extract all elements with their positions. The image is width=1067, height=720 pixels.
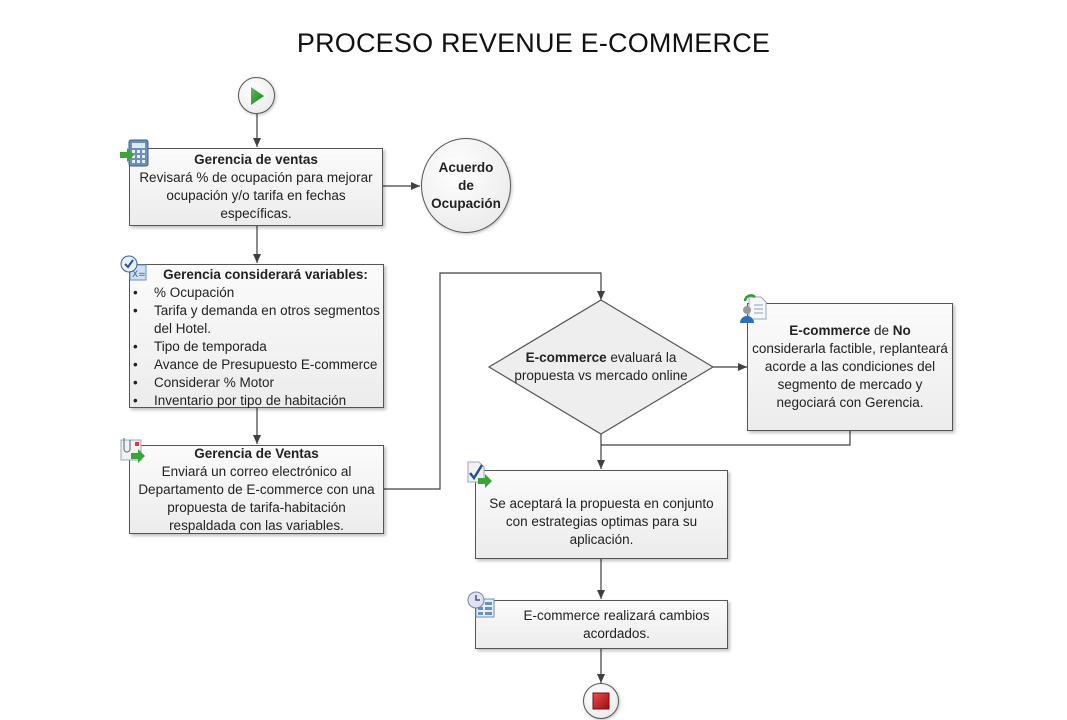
diagram-title: PROCESO REVENUE E-COMMERCE <box>296 28 771 58</box>
acuerdo-ocupacion-node: Acuerdo de Ocupación <box>421 138 511 233</box>
variable-item: Tipo de temporada <box>130 338 383 356</box>
step-heading: Gerencia de ventas <box>194 152 318 167</box>
end-node <box>583 683 619 719</box>
variable-item: Tarifa y demanda en otros segmentos del … <box>130 302 383 338</box>
decision-body: evaluará la propuesta vs mercado online <box>514 350 688 383</box>
variable-item: Considerar % Motor <box>130 374 383 392</box>
connector-no-factible-return <box>601 431 851 446</box>
stop-icon <box>592 692 610 710</box>
step-ventas-revision: Gerencia de ventas Revisará % de ocupaci… <box>129 148 383 226</box>
connector-text: de <box>870 323 893 338</box>
negation-label: No <box>892 323 911 338</box>
user-document-icon <box>740 294 767 323</box>
step-realizar-cambios: E-commerce realizará cambios acordados. <box>475 600 728 649</box>
step-aceptar-propuesta: Se aceptará la propuesta en conjunto con… <box>475 470 728 559</box>
start-node <box>238 77 275 114</box>
scheduled-task-icon <box>467 591 495 618</box>
decision-actor: E-commerce <box>525 350 607 365</box>
calculator-icon <box>120 139 149 167</box>
step-no-factible: E-commerce de No considerarla factible, … <box>747 303 953 431</box>
decision-text: E-commerce evaluará la propuesta vs merc… <box>505 349 697 385</box>
acuerdo-line-3: Ocupación <box>431 195 501 211</box>
variable-item: % Ocupación <box>130 284 383 302</box>
approved-document-icon <box>467 461 492 488</box>
step-body: Revisará % de ocupación para mejorar ocu… <box>139 170 373 221</box>
connector-correo-to-decision <box>384 272 605 490</box>
acuerdo-line-1: Acuerdo <box>438 159 494 175</box>
play-icon <box>250 86 264 105</box>
actor-label: E-commerce <box>789 323 871 338</box>
step-heading: Gerencia de Ventas <box>194 445 319 461</box>
variable-item: Inventario por tipo de habitación <box>130 392 383 410</box>
step-body: Se aceptará la propuesta en conjunto con… <box>489 495 714 547</box>
step-envio-correo: Gerencia de Ventas Enviará un correo ele… <box>129 445 384 534</box>
checklist-icon: X= <box>120 255 147 281</box>
acuerdo-line-2: de <box>458 177 474 193</box>
decision-diamond <box>487 299 715 435</box>
step-body: Enviará un correo electrónico al Departa… <box>138 463 375 533</box>
variables-list: % Ocupación Tarifa y demanda en otros se… <box>130 284 383 410</box>
step-variables: Gerencia considerará variables: % Ocupac… <box>129 264 384 410</box>
email-attachment-icon <box>120 438 145 463</box>
step-body: E-commerce realizará cambios acordados. <box>523 607 710 641</box>
step-body: E-commerce de No considerarla factible, … <box>751 322 949 412</box>
variable-item: Avance de Presupuesto E-commerce <box>130 356 383 374</box>
step-body-text: considerarla factible, replanteará acord… <box>752 341 948 410</box>
svg-text:X=: X= <box>132 270 146 280</box>
step-heading: Gerencia considerará variables: <box>163 267 368 282</box>
